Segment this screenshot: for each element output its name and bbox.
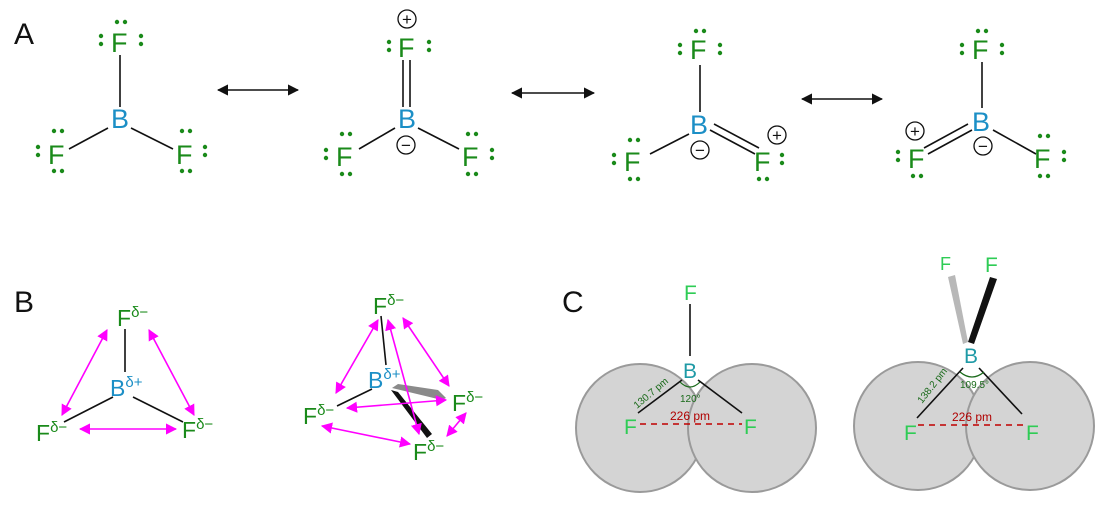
boron-atom: B — [111, 104, 129, 134]
fluorine-sphere — [575, 363, 705, 493]
lone-pairs — [35, 19, 208, 174]
formal-charge-minus: − — [690, 140, 710, 160]
svg-text:+: + — [772, 126, 782, 145]
formal-charge-plus: + — [905, 121, 925, 141]
fluorine-atom: F — [398, 33, 415, 63]
fluorine-atom: F — [690, 35, 707, 65]
fluorine-atom: F — [624, 416, 637, 439]
fluorine-atom: F — [176, 140, 193, 170]
solid-wedge-bond — [391, 390, 432, 438]
fluorine-atom: F — [1034, 144, 1051, 174]
fluorine-atom: Fδ− — [182, 416, 213, 443]
solid-wedge-bond — [968, 277, 997, 344]
boron-atom: Bδ+ — [110, 374, 143, 401]
fluorine-atom: F — [684, 282, 697, 305]
lone-pairs — [895, 28, 1067, 179]
boron-atom: Bδ+ — [368, 366, 401, 393]
dipole-arrow — [148, 329, 195, 416]
boron-atom: B — [964, 345, 978, 368]
bond-angle-arc — [679, 381, 701, 388]
pyramidal-dipole-structure: Fδ− Bδ+ Fδ− Fδ− Fδ− — [303, 292, 483, 465]
fluorine-atom: Fδ− — [303, 402, 334, 429]
bond-angle-label: 109.5° — [960, 380, 989, 391]
fluorine-atom: Fδ− — [373, 292, 404, 319]
resonance-structure-3: F B F F − + — [611, 28, 787, 182]
fluorine-atom: F — [908, 144, 925, 174]
fluorine-sphere — [965, 361, 1095, 491]
dipole-arrow — [446, 412, 467, 437]
fluorine-atom: F — [624, 147, 641, 177]
formal-charge-plus: + — [767, 125, 787, 145]
resonance-structure-1: F B F F — [35, 19, 208, 174]
panel-label-a: A — [14, 18, 34, 51]
fluorine-atom: F — [1026, 422, 1039, 445]
fluorine-atom: F — [48, 140, 65, 170]
fluorine-atom: F — [336, 142, 353, 172]
lone-pairs — [323, 39, 495, 177]
fluorine-atom: Fδ− — [36, 419, 67, 446]
panel-label-c: C — [562, 286, 584, 319]
svg-text:+: + — [910, 122, 920, 141]
bond-angle-arc — [959, 371, 985, 378]
fluorine-atom: F — [972, 35, 989, 65]
fluorine-atom: F — [744, 416, 757, 439]
fluorine-atom: Fδ− — [413, 438, 444, 465]
dipole-arrow — [61, 329, 108, 416]
pyramidal-geometry-model: F F B F F 138.2 pm 109.5° 226 pm — [853, 254, 1095, 491]
fluorine-atom: F — [904, 422, 917, 445]
dipole-arrow — [402, 317, 450, 387]
boron-atom: B — [690, 110, 708, 140]
svg-text:−: − — [978, 137, 988, 156]
fluorine-atom: F — [985, 254, 998, 277]
boron-atom: B — [972, 107, 990, 137]
fluorine-atom: F — [111, 28, 128, 58]
panel-label-b: B — [14, 286, 34, 319]
resonance-structure-2: F B F F + − — [323, 9, 495, 177]
lone-pairs — [611, 28, 785, 182]
fluorine-atom: F — [462, 142, 479, 172]
dipole-arrow — [335, 319, 379, 394]
boron-atom: B — [398, 104, 416, 134]
dipole-arrow — [320, 422, 412, 448]
bond-angle-label: 120° — [680, 394, 701, 405]
formal-charge-minus: − — [396, 135, 416, 155]
formal-charge-plus: + — [397, 9, 417, 29]
formal-charge-minus: − — [973, 136, 993, 156]
fluorine-atom: F — [940, 254, 951, 274]
f-f-distance-label: 226 pm — [952, 410, 992, 424]
svg-text:−: − — [695, 141, 705, 160]
fluorine-atom: Fδ− — [117, 304, 148, 331]
fluorine-atom: F — [754, 147, 771, 177]
hashed-wedge-bond — [948, 275, 968, 344]
svg-text:+: + — [402, 10, 412, 29]
planar-geometry-model: F B F F 130.7 pm 120° 226 pm — [575, 282, 817, 493]
resonance-structure-4: F B F F + − — [895, 28, 1067, 179]
dipole-arrow — [345, 395, 448, 413]
fluorine-atom: Fδ− — [452, 389, 483, 416]
planar-dipole-structure: Fδ− Bδ+ Fδ− Fδ− — [36, 304, 213, 446]
boron-atom: B — [683, 360, 697, 383]
f-f-distance-label: 226 pm — [670, 409, 710, 423]
svg-text:−: − — [401, 136, 411, 155]
